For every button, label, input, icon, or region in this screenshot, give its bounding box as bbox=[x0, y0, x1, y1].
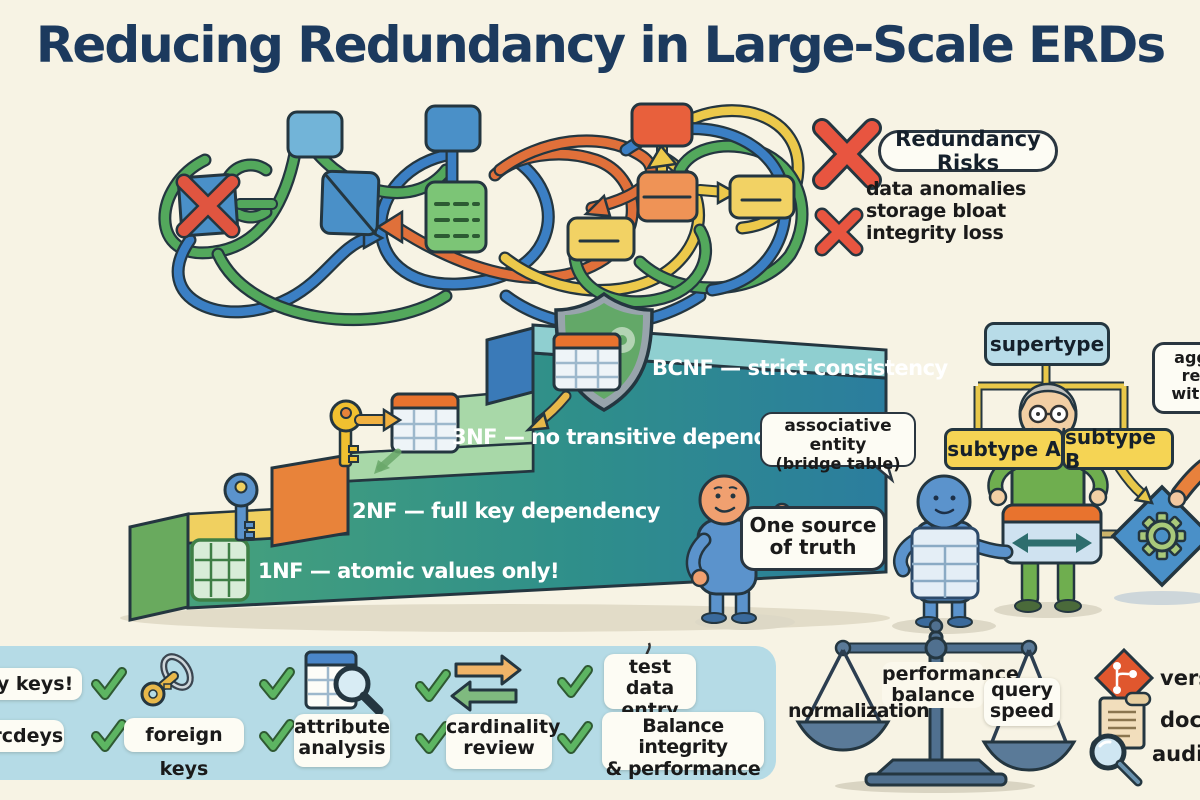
entity-box-orange bbox=[636, 170, 699, 223]
callout-line: re bbox=[1181, 365, 1200, 385]
left-pan bbox=[795, 720, 891, 752]
stairs-riser-orange bbox=[270, 453, 350, 548]
step-label-1nf: 1NF — atomic values only! bbox=[258, 559, 559, 583]
tangled-erd-illustration bbox=[158, 102, 809, 332]
checklist-line: analysis bbox=[298, 737, 386, 760]
one-source-sign: One source of truth bbox=[740, 506, 886, 571]
shield-icon bbox=[554, 291, 654, 413]
callout-line: with bbox=[1171, 383, 1200, 403]
callout-line: agg bbox=[1174, 348, 1200, 367]
stairs-top-tread bbox=[531, 323, 888, 380]
stairs-tread-2 bbox=[346, 441, 535, 483]
query-speed-label: query speed bbox=[984, 678, 1060, 726]
right-pan bbox=[981, 740, 1077, 772]
audits-label: audits bbox=[1152, 742, 1200, 766]
checklist-line: review bbox=[463, 737, 535, 760]
scale-label-line: query bbox=[991, 679, 1053, 701]
loop-arc bbox=[220, 160, 271, 222]
checklist-balance: Balance integrity & performance bbox=[602, 712, 764, 779]
entity-box-lightblue bbox=[286, 110, 344, 159]
entity-box-yellow-bottom bbox=[566, 216, 636, 262]
step-label-bcnf: BCNF — strict consistency bbox=[652, 356, 949, 380]
normalization-label: normalization bbox=[788, 700, 930, 722]
audit-magnifier-icon bbox=[1089, 733, 1143, 787]
checklist-line: attribute bbox=[294, 716, 390, 738]
documentation-scroll-icon bbox=[1090, 691, 1152, 754]
green-rope bbox=[160, 129, 303, 258]
x-icon-small bbox=[817, 210, 861, 254]
redundancy-risks-heading: Redundancy Risks bbox=[878, 127, 1058, 175]
normalize-arrow-icon bbox=[524, 390, 572, 432]
step-label-2nf: 2NF — full key dependency bbox=[352, 499, 661, 523]
checklist-line: test data bbox=[625, 656, 675, 700]
entity-box-green-table bbox=[424, 180, 488, 254]
entity-box-diagonal bbox=[319, 169, 381, 237]
entity-box-crossed bbox=[177, 173, 239, 237]
callout-line: (bridge table) bbox=[775, 454, 901, 474]
stairs-tread-3 bbox=[443, 388, 535, 453]
key-to-table-icon bbox=[329, 392, 460, 474]
checklist-line: Balance integrity bbox=[638, 715, 728, 759]
orange-arrowhead-down bbox=[583, 193, 612, 218]
two-way-arrow-icon bbox=[1012, 533, 1092, 553]
checklist-primary-keys: ary keys! bbox=[0, 668, 82, 700]
subtype-b-box: subtype B bbox=[1062, 425, 1174, 473]
bridge-table-entity bbox=[1001, 503, 1103, 565]
reaching-arm bbox=[1167, 459, 1200, 509]
blue-rope bbox=[173, 233, 373, 316]
scale-label-line: speed bbox=[989, 700, 1055, 723]
stairs-riser-blue bbox=[485, 326, 535, 406]
documentation-label: docum bbox=[1160, 708, 1200, 732]
process-diamond-gear bbox=[1110, 484, 1200, 588]
checklist-test-data: test data entry bbox=[604, 654, 696, 720]
entity-box-yellow-right bbox=[728, 174, 796, 220]
supertype-box: supertype bbox=[984, 322, 1110, 366]
checklist-cardinality-review: cardinality review bbox=[446, 714, 561, 769]
shield-table-icon bbox=[552, 332, 622, 392]
subtype-a-box: subtype A bbox=[944, 428, 1064, 470]
stairs-tread-1 bbox=[186, 503, 350, 545]
checklist-natural-keys: nrcdeys bbox=[0, 720, 64, 752]
yellow-rope bbox=[500, 153, 703, 295]
checklist-foreign-keys: foreign keys bbox=[124, 718, 244, 780]
risk-item-integrity: integrity loss bbox=[866, 222, 1004, 244]
callout-line: associative entity bbox=[784, 416, 892, 456]
entity-box-red bbox=[630, 102, 694, 148]
crossed-out-mark bbox=[175, 173, 241, 239]
atomic-table-icon bbox=[190, 538, 250, 602]
blue-arrowhead bbox=[362, 225, 385, 251]
orange-arrowhead-left bbox=[375, 209, 404, 245]
checklist-attribute-analysis: attribute analysis bbox=[294, 714, 390, 767]
orange-rope bbox=[391, 149, 637, 282]
sign-line: One source bbox=[749, 513, 877, 537]
x-icon-large bbox=[815, 121, 879, 187]
stairs-side-green bbox=[128, 512, 190, 622]
aggregate-callout: agg re with bbox=[1152, 342, 1200, 414]
scale-label-line: performance bbox=[882, 663, 1019, 685]
yellow-arrowhead-right bbox=[716, 180, 739, 206]
primary-key-icon-blue bbox=[223, 472, 259, 542]
version-control-icon bbox=[1093, 647, 1155, 709]
risk-x-marks bbox=[812, 118, 882, 257]
associative-entity-callout: associative entity (bridge table) bbox=[760, 412, 916, 472]
checklist-line: cardinality bbox=[446, 716, 561, 738]
sign-line: of truth bbox=[769, 535, 857, 560]
figure-table-icon bbox=[910, 526, 980, 600]
entity-box-blue bbox=[424, 104, 482, 153]
version-label: versio bbox=[1160, 666, 1200, 690]
table-body-figure bbox=[893, 474, 1014, 628]
governance-icons bbox=[1089, 647, 1155, 787]
page-title: Reducing Redundancy in Large-Scale ERDs bbox=[35, 16, 1166, 74]
checklist-line: & performance bbox=[605, 757, 761, 780]
risk-item-anomalies: data anomalies bbox=[866, 178, 1026, 200]
risk-item-storage: storage bloat bbox=[866, 200, 1006, 222]
yellow-arrowhead-up bbox=[645, 143, 679, 170]
architect-figure bbox=[987, 382, 1109, 613]
